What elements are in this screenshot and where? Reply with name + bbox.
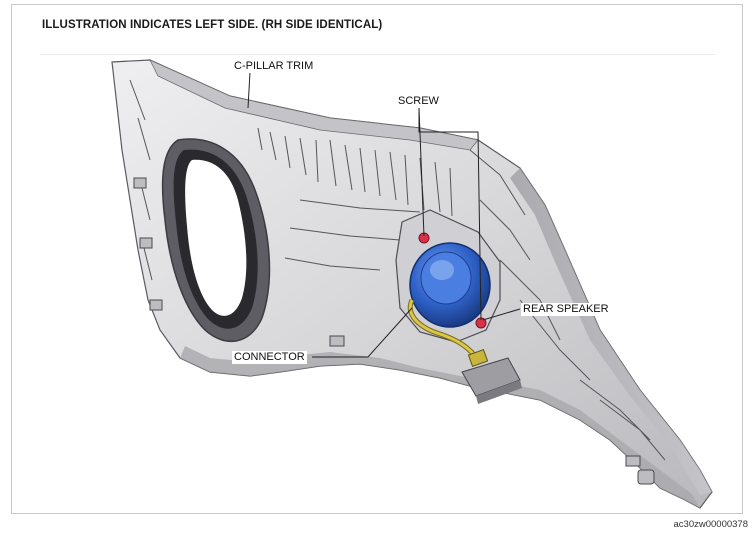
illustration-note: ILLUSTRATION INDICATES LEFT SIDE. (RH SI… bbox=[42, 19, 383, 31]
rear-speaker bbox=[409, 242, 491, 328]
trim-ribs bbox=[129, 79, 666, 461]
label-c-pillar-trim: C-PILLAR TRIM bbox=[232, 60, 316, 73]
label-connector: CONNECTOR bbox=[232, 351, 307, 364]
label-rear-speaker: REAR SPEAKER bbox=[521, 303, 611, 316]
quarter-window-opening bbox=[161, 138, 271, 343]
label-screw: SCREW bbox=[396, 95, 441, 108]
trim-bracket bbox=[461, 357, 522, 404]
header-divider bbox=[40, 54, 715, 55]
figure-reference-id: ac30zw00000378 bbox=[673, 519, 748, 530]
speaker-wire-harness bbox=[407, 298, 489, 368]
leader-lines bbox=[247, 71, 521, 358]
retaining-clips bbox=[133, 177, 655, 485]
